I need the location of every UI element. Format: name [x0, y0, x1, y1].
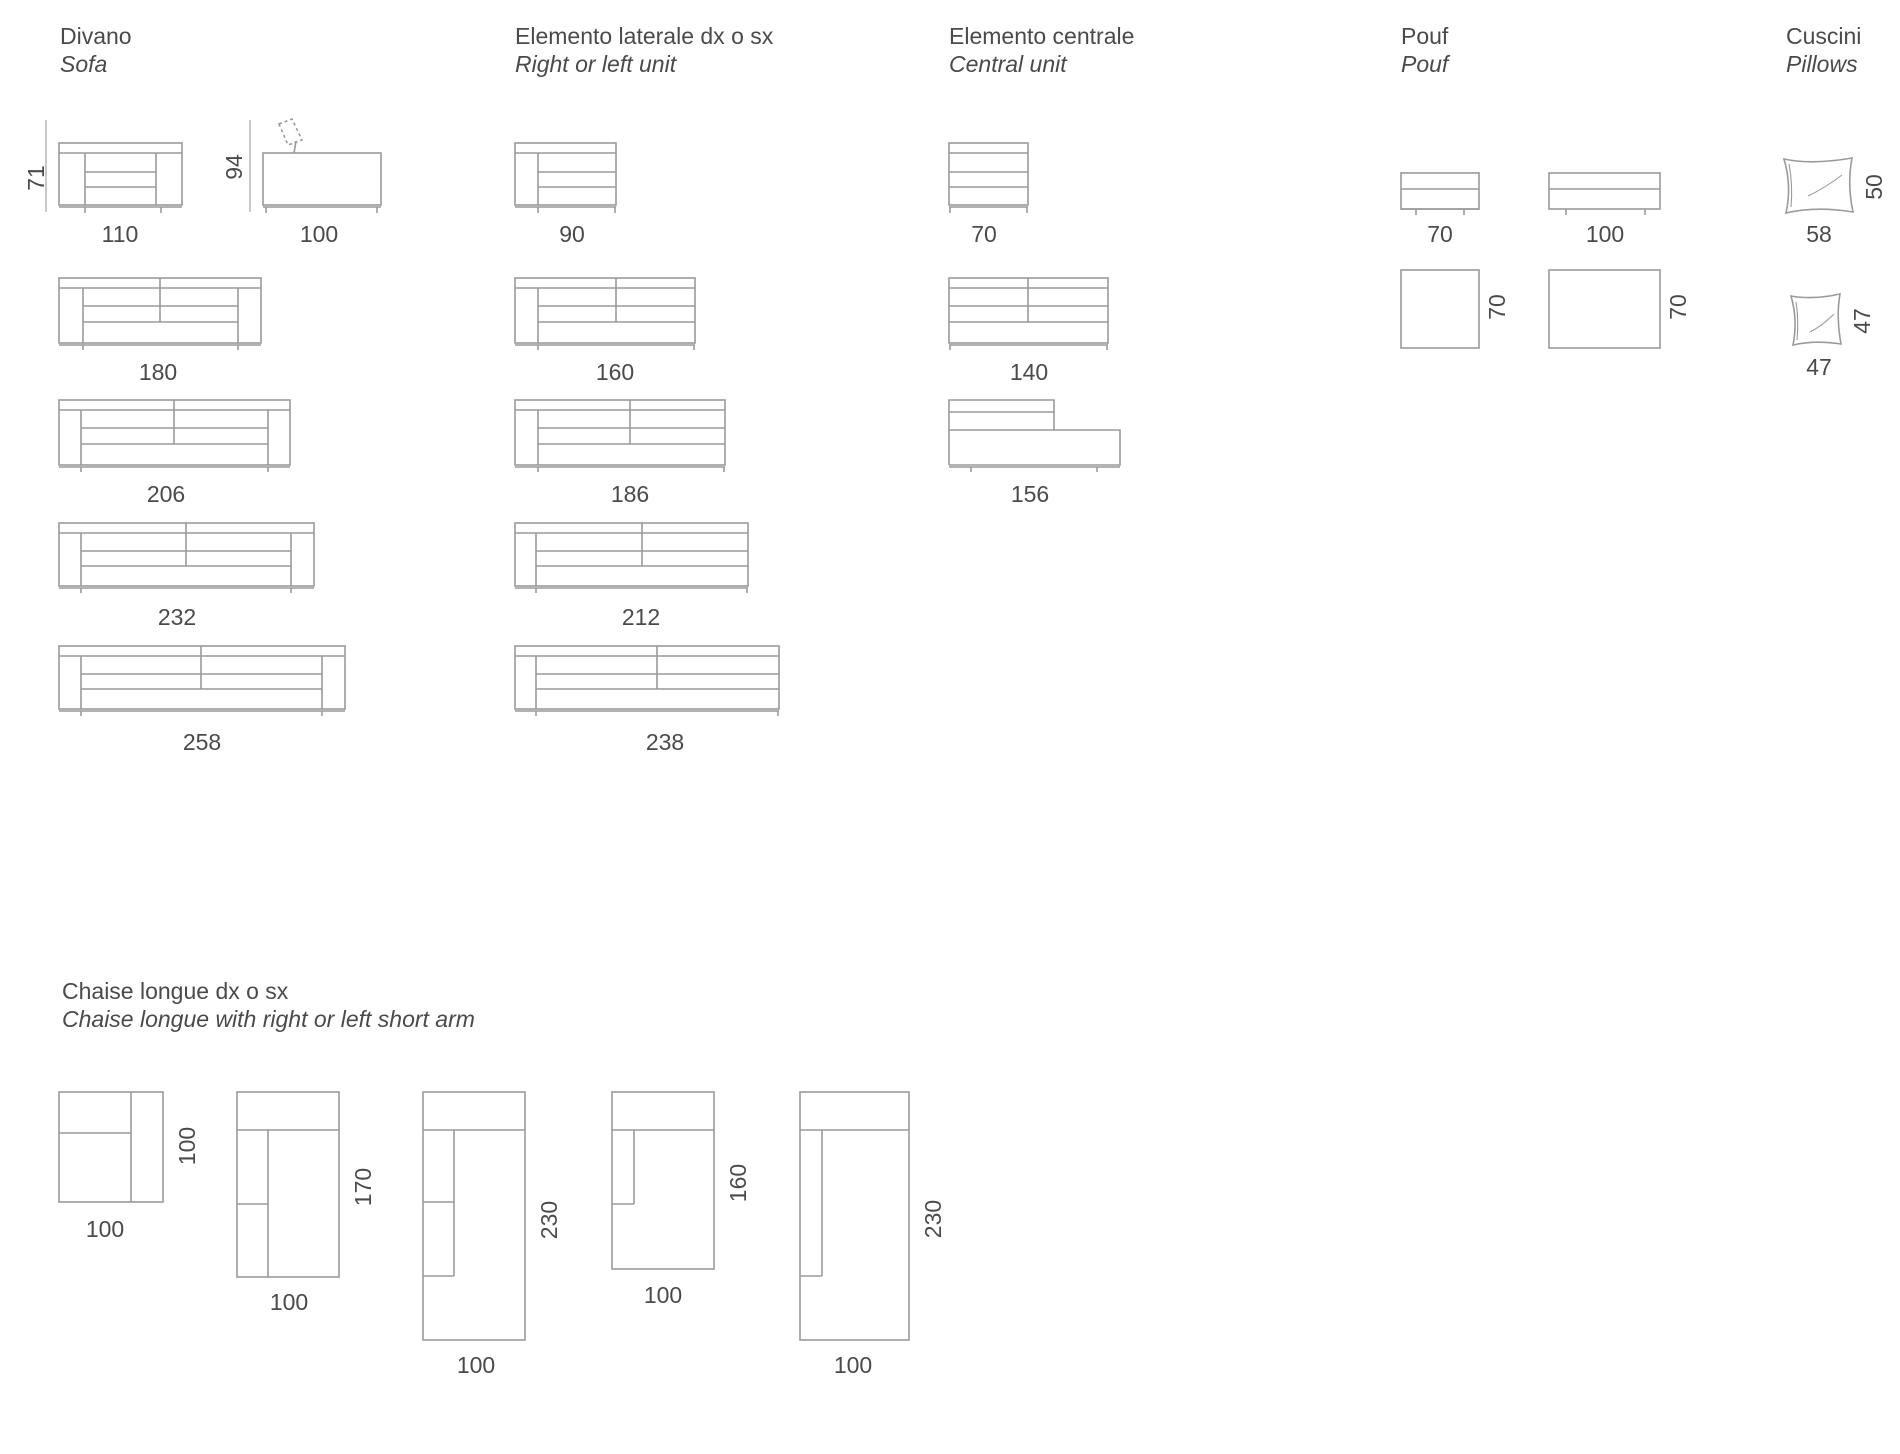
dim-pouf-70-depth: 70 — [1484, 294, 1510, 320]
pouf-70-front-drawing — [1400, 172, 1480, 215]
chaise-100x230-drawing — [422, 1091, 526, 1341]
section-title: Chaise longue dx o sx — [62, 978, 289, 1004]
section-title: Cuscini — [1786, 23, 1862, 49]
section-title: Pouf — [1401, 23, 1449, 49]
dim-central-70: 70 — [971, 221, 997, 247]
side-unit-238-drawing — [514, 645, 780, 716]
section-subtitle: Pillows — [1786, 51, 1858, 77]
section-title: Elemento laterale dx o sx — [515, 23, 774, 49]
dim-side-238: 238 — [645, 729, 685, 755]
central-unit-70-drawing — [948, 142, 1029, 213]
sofa-232-drawing — [58, 522, 315, 593]
dim-sofa-110: 110 — [101, 221, 139, 247]
chaise-100x160-drawing — [611, 1091, 715, 1270]
side-unit-90-drawing — [514, 142, 617, 213]
dim-chaise-a-width: 100 — [85, 1216, 125, 1242]
section-side-unit-header: Elemento laterale dx o sx Right or left … — [515, 22, 773, 78]
dim-pouf-70: 70 — [1427, 221, 1453, 247]
dim-chaise-e-width: 100 — [833, 1352, 873, 1378]
section-subtitle: Pouf — [1401, 51, 1449, 77]
side-unit-160-drawing — [514, 277, 696, 350]
dim-chaise-c-width: 100 — [456, 1352, 496, 1378]
section-pillows-header: Cuscini Pillows — [1786, 22, 1861, 78]
dim-side-90: 90 — [559, 221, 585, 247]
dim-pillow-small-width: 47 — [1806, 354, 1832, 380]
section-subtitle: Chaise longue with right or left short a… — [62, 1006, 475, 1032]
dim-side-186: 186 — [610, 481, 650, 507]
dim-chaise-d-depth: 160 — [725, 1163, 751, 1203]
pouf-100-front-drawing — [1548, 172, 1661, 215]
dim-central-140: 140 — [1009, 359, 1049, 385]
dim-chaise-b-depth: 170 — [350, 1167, 376, 1207]
dim-chaise-a-depth: 100 — [174, 1126, 200, 1166]
pillow-small-drawing — [1789, 292, 1842, 347]
dim-pouf-100-depth: 70 — [1665, 294, 1691, 320]
section-title: Divano — [60, 23, 132, 49]
chaise-100x170-drawing — [236, 1091, 340, 1278]
dim-sofa-side-100: 100 — [299, 221, 339, 247]
section-subtitle: Central unit — [949, 51, 1067, 77]
dim-chaise-d-width: 100 — [643, 1282, 683, 1308]
dim-side-160: 160 — [595, 359, 635, 385]
dim-chaise-e-depth: 230 — [920, 1199, 946, 1239]
section-subtitle: Right or left unit — [515, 51, 677, 77]
dim-sofa-232: 232 — [157, 604, 197, 630]
dim-sofa-258: 258 — [182, 729, 222, 755]
dim-chaise-b-width: 100 — [269, 1289, 309, 1315]
section-central-unit-header: Elemento centrale Central unit — [949, 22, 1134, 78]
dim-sofa-side-height: 94 — [221, 154, 247, 180]
section-title: Elemento centrale — [949, 23, 1135, 49]
section-subtitle: Sofa — [60, 51, 108, 77]
side-unit-186-drawing — [514, 399, 726, 472]
side-unit-212-drawing — [514, 522, 749, 593]
section-chaise-header: Chaise longue dx o sx Chaise longue with… — [62, 977, 475, 1033]
dim-chaise-c-depth: 230 — [536, 1200, 562, 1240]
section-sofa-header: Divano Sofa — [60, 22, 132, 78]
sofa-258-drawing — [58, 645, 346, 716]
pillow-large-drawing — [1782, 157, 1855, 215]
dim-sofa-180: 180 — [138, 359, 178, 385]
dim-pillow-small-height: 47 — [1849, 308, 1875, 334]
central-unit-156-drawing — [948, 399, 1121, 472]
dim-side-212: 212 — [621, 604, 661, 630]
central-unit-140-drawing — [948, 277, 1109, 350]
sofa-206-drawing — [58, 399, 291, 472]
section-pouf-header: Pouf Pouf — [1401, 22, 1448, 78]
dim-pouf-100: 100 — [1585, 221, 1625, 247]
sofa-180-drawing — [58, 277, 262, 350]
chaise-100x230-short-arm-drawing — [799, 1091, 910, 1341]
sofa-side-100-drawing — [249, 117, 382, 213]
dim-pillow-large-height: 50 — [1861, 174, 1887, 200]
pouf-100-plan-drawing — [1548, 269, 1661, 349]
dim-central-156: 156 — [1010, 481, 1050, 507]
sofa-front-110-drawing — [45, 120, 183, 213]
dim-sofa-206: 206 — [146, 481, 186, 507]
dim-sofa-height: 71 — [23, 165, 49, 191]
chaise-100x100-drawing — [58, 1091, 164, 1203]
dim-pillow-large-width: 58 — [1806, 221, 1832, 247]
pouf-70-plan-drawing — [1400, 269, 1480, 349]
